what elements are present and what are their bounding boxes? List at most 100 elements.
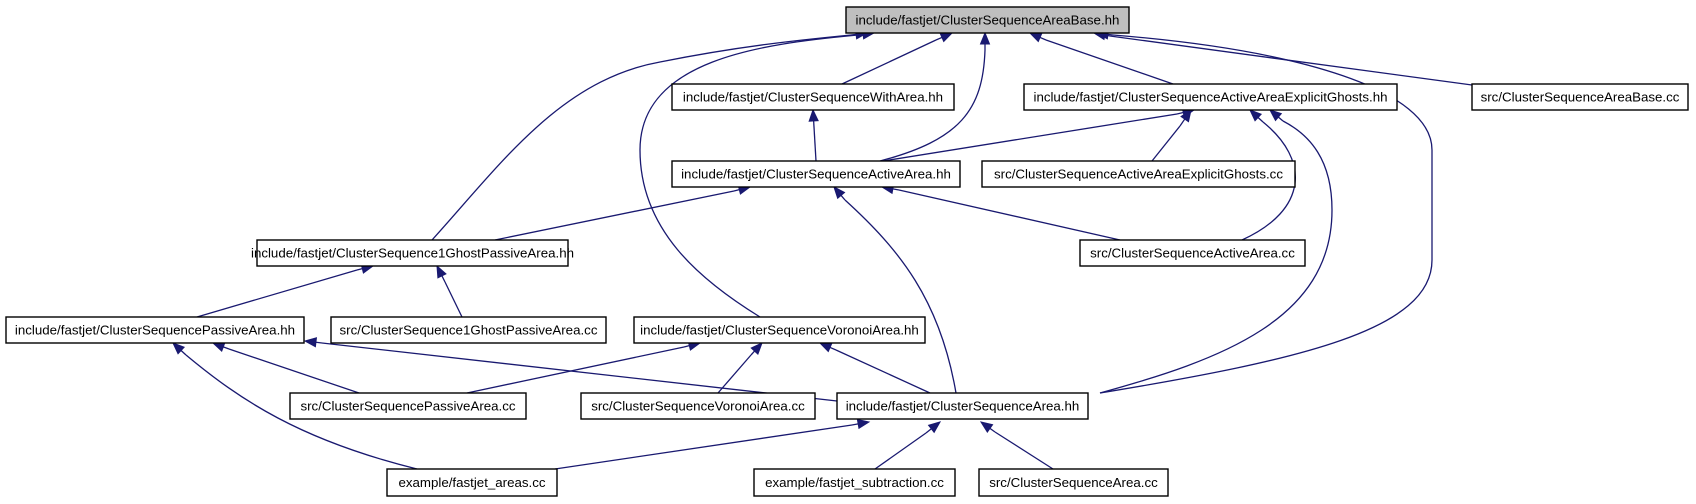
node-src-cluster-sequence-1ghost-passive-area-cc[interactable]: src/ClusterSequence1GhostPassiveArea.cc bbox=[330, 316, 607, 344]
edge-line-tail bbox=[1176, 111, 1184, 115]
edge-line bbox=[1045, 39, 1174, 85]
edge-cluster-sequence-active-area-hh-to-cluster-sequence-with-area-hh bbox=[808, 108, 819, 162]
edge-line bbox=[185, 354, 418, 470]
edge-cluster-sequence-active-area-explicit-ghosts-cc-to-cluster-sequence-active-area-explicit-ghosts-hh bbox=[1151, 108, 1192, 162]
edge-line-tail bbox=[925, 428, 932, 434]
edge-line-tail bbox=[840, 194, 846, 201]
edge-line bbox=[554, 424, 853, 470]
node-label: include/fastjet/ClusterSequenceActiveAre… bbox=[1033, 90, 1387, 105]
edge-line bbox=[431, 34, 852, 241]
arrowhead bbox=[211, 342, 226, 352]
edge-cluster-sequence-active-area-hh-to-cluster-sequence-area-base-hh bbox=[879, 31, 991, 162]
edge-fastjet_areas-cc-to-cluster-sequence-area-hh bbox=[554, 418, 871, 470]
edge-line-tail bbox=[857, 33, 864, 36]
edge-line bbox=[321, 342, 838, 402]
edge-cluster-sequence-area-hh-to-cluster-sequence-active-area-hh bbox=[833, 185, 957, 394]
node-label: include/fastjet/ClusterSequence1GhostPas… bbox=[251, 246, 574, 261]
node-example-fastjet-subtraction-cc[interactable]: example/fastjet_subtraction.cc bbox=[753, 468, 956, 497]
edge-line bbox=[228, 348, 360, 394]
edge-line bbox=[994, 431, 1054, 470]
edge-cluster-sequence1-ghost-passive-area-cc-to-cluster-sequence1-ghost-passive-area-hh bbox=[436, 264, 463, 318]
node-cluster-sequence-active-area-hh[interactable]: include/fastjet/ClusterSequenceActiveAre… bbox=[671, 160, 961, 188]
edge-line-tail bbox=[1107, 33, 1114, 36]
node-src-cluster-sequence-active-area-explicit-ghosts-cc[interactable]: src/ClusterSequenceActiveAreaExplicitGho… bbox=[981, 160, 1296, 188]
node-label: example/fastjet_areas.cc bbox=[398, 475, 545, 490]
edge-line bbox=[196, 269, 358, 318]
arrowhead bbox=[1268, 109, 1283, 122]
edge-line-tail bbox=[1039, 36, 1047, 41]
edge-line-tail bbox=[989, 427, 996, 433]
arrowhead bbox=[1028, 32, 1043, 43]
edge-cluster-sequence-active-area-cc-to-cluster-sequence-active-area-hh bbox=[880, 183, 1121, 241]
node-label: src/ClusterSequenceArea.cc bbox=[989, 475, 1158, 490]
node-label: src/ClusterSequenceActiveArea.cc bbox=[1090, 246, 1295, 261]
edge-line bbox=[639, 34, 859, 318]
node-cluster-sequence-with-area-hh[interactable]: include/fastjet/ClusterSequenceWithArea.… bbox=[671, 83, 955, 111]
edge-line bbox=[874, 432, 927, 470]
arrowhead bbox=[979, 421, 994, 433]
edge-cluster-sequence1-ghost-passive-area-hh-to-cluster-sequence-active-area-hh bbox=[494, 184, 752, 241]
edge-cluster-sequence-active-area-hh-to-cluster-sequence-active-area-explicit-ghosts-hh bbox=[882, 107, 1196, 162]
edge-line bbox=[466, 346, 685, 394]
edge-line bbox=[1099, 120, 1333, 394]
edge-line bbox=[717, 354, 752, 394]
node-src-cluster-sequence-active-area-cc[interactable]: src/ClusterSequenceActiveArea.cc bbox=[1079, 239, 1306, 267]
node-label: include/fastjet/ClusterSequencePassiveAr… bbox=[15, 323, 295, 338]
edge-cluster-sequence-area-hh-to-cluster-sequence-active-area-explicit-ghosts-hh bbox=[1099, 109, 1333, 394]
node-cluster-sequence-1ghost-passive-area-hh[interactable]: include/fastjet/ClusterSequence1GhostPas… bbox=[251, 239, 574, 267]
node-src-cluster-sequence-voronoi-area-cc[interactable]: src/ClusterSequenceVoronoiArea.cc bbox=[580, 392, 816, 420]
edge-line bbox=[844, 199, 957, 394]
edge-fastjet_areas-cc-to-cluster-sequence-passive-area-hh bbox=[172, 342, 418, 470]
edge-line-tail bbox=[1257, 116, 1264, 123]
edge-line-tail bbox=[851, 423, 859, 426]
node-label: example/fastjet_subtraction.cc bbox=[765, 475, 944, 490]
edge-line bbox=[444, 281, 463, 318]
edge-line-tail bbox=[750, 350, 756, 356]
arrowhead bbox=[436, 264, 447, 279]
node-cluster-sequence-active-area-explicit-ghosts-hh[interactable]: include/fastjet/ClusterSequenceActiveAre… bbox=[1023, 83, 1398, 111]
edge-line bbox=[841, 39, 937, 85]
node-cluster-sequence-area-hh[interactable]: include/fastjet/ClusterSequenceArea.hh bbox=[836, 392, 1089, 420]
node-label: include/fastjet/ClusterSequenceVoronoiAr… bbox=[640, 323, 919, 338]
edge-line bbox=[813, 126, 817, 162]
node-src-cluster-sequence-area-base-cc[interactable]: src/ClusterSequenceAreaBase.cc bbox=[1471, 83, 1689, 111]
nodes-layer: include/fastjet/ClusterSequenceAreaBase.… bbox=[5, 6, 1689, 497]
edge-line-tail bbox=[829, 346, 837, 351]
edge-line-tail bbox=[683, 345, 690, 348]
edge-line bbox=[494, 190, 735, 241]
arrowhead bbox=[979, 31, 991, 45]
edge-line bbox=[835, 349, 931, 394]
edge-cluster-sequence-passive-area-cc-to-cluster-sequence-voronoi-area-hh bbox=[466, 340, 702, 394]
edge-cluster-sequence-area-hh-to-cluster-sequence-passive-area-hh bbox=[303, 337, 838, 402]
edge-line bbox=[879, 49, 986, 162]
node-cluster-sequence-voronoi-area-hh[interactable]: include/fastjet/ClusterSequenceVoronoiAr… bbox=[633, 316, 926, 344]
node-label: include/fastjet/ClusterSequenceAreaBase.… bbox=[856, 13, 1120, 28]
node-label: src/ClusterSequenceVoronoiArea.cc bbox=[591, 399, 805, 414]
node-label: src/ClusterSequence1GhostPassiveArea.cc bbox=[340, 323, 598, 338]
arrowhead bbox=[1180, 108, 1192, 123]
edge-line-tail bbox=[180, 349, 187, 356]
edge-line-tail bbox=[223, 346, 230, 350]
node-label: src/ClusterSequenceAreaBase.cc bbox=[1481, 90, 1680, 105]
arrowhead bbox=[750, 342, 763, 356]
edge-line bbox=[1099, 34, 1433, 394]
node-cluster-sequence-passive-area-hh[interactable]: include/fastjet/ClusterSequencePassiveAr… bbox=[5, 316, 305, 344]
arrowhead bbox=[303, 337, 318, 348]
arrowhead bbox=[1249, 109, 1263, 122]
node-src-cluster-sequence-area-cc[interactable]: src/ClusterSequenceArea.cc bbox=[978, 468, 1169, 497]
edge-line bbox=[898, 189, 1121, 241]
arrowhead bbox=[927, 421, 942, 434]
edge-line-tail bbox=[1277, 116, 1284, 122]
node-label: include/fastjet/ClusterSequenceActiveAre… bbox=[681, 167, 951, 182]
edge-cluster-sequence-passive-area-cc-to-cluster-sequence-passive-area-hh bbox=[211, 342, 360, 394]
edge-cluster-sequence-active-area-explicit-ghosts-hh-to-cluster-sequence-area-base-hh bbox=[1028, 32, 1174, 85]
edge-line-tail bbox=[892, 188, 900, 191]
edge-line-tail bbox=[733, 189, 740, 192]
node-label: include/fastjet/ClusterSequenceWithArea.… bbox=[683, 90, 943, 105]
node-cluster-sequence-area-base-hh[interactable]: include/fastjet/ClusterSequenceAreaBase.… bbox=[845, 6, 1130, 34]
arrowhead bbox=[172, 342, 186, 355]
node-example-fastjet-areas-cc[interactable]: example/fastjet_areas.cc bbox=[386, 468, 558, 497]
node-src-cluster-sequence-passive-area-cc[interactable]: src/ClusterSequencePassiveArea.cc bbox=[289, 392, 527, 420]
node-label: src/ClusterSequencePassiveArea.cc bbox=[300, 399, 515, 414]
